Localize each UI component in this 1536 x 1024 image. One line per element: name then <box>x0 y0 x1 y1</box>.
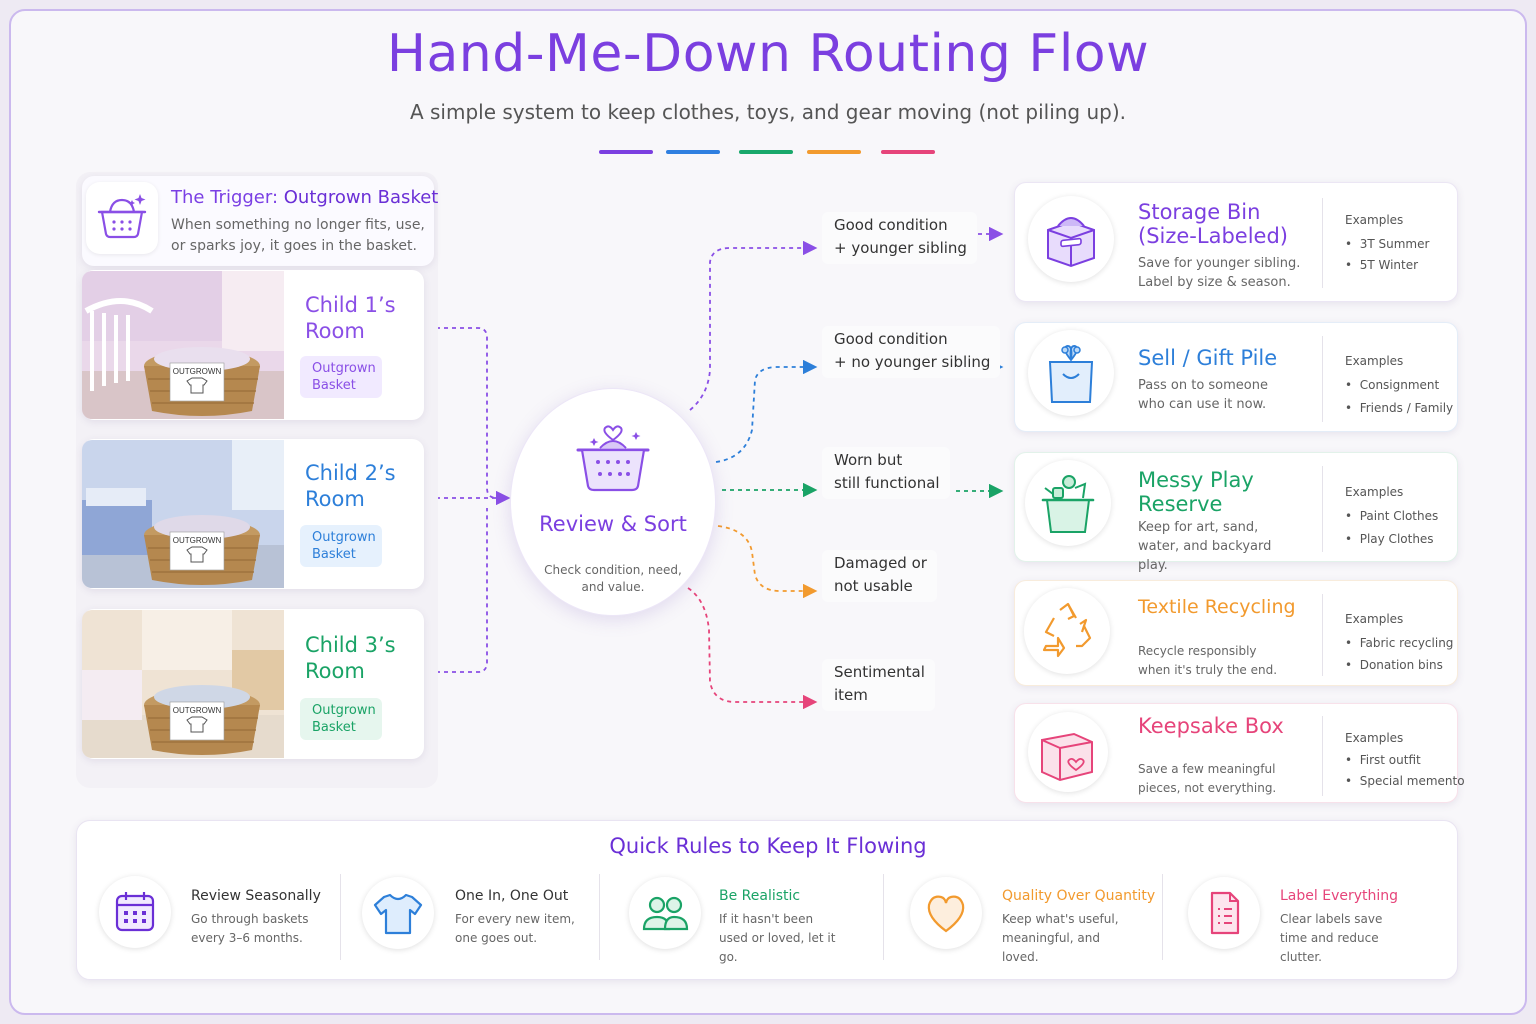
rule-desc-2: For every new item, one goes out. <box>455 912 575 945</box>
example-item: • Paint Clothes <box>1345 509 1439 523</box>
basket-heart-icon <box>570 412 656 502</box>
destination-desc-textile: Recycle responsibly when it's truly the … <box>1138 644 1278 677</box>
rule-desc-3: If it hasn't been used or loved, let it … <box>719 912 836 964</box>
page-title: Hand-Me-Down Routing Flow <box>386 24 1150 84</box>
rule-desc-5: Clear labels save time and reduce clutte… <box>1280 912 1383 964</box>
condition-2: Good condition+ no younger sibling <box>822 326 1001 378</box>
destination-title-textile: Textile Recycling <box>1138 596 1296 618</box>
accent-bar-2 <box>666 150 720 154</box>
people-icon <box>629 877 701 949</box>
destination-title-storage: Storage Bin (Size-Labeled) <box>1138 200 1288 248</box>
tshirt-icon <box>362 877 434 949</box>
example-item: • 3T Summer <box>1345 237 1430 251</box>
example-item: • Friends / Family <box>1345 401 1454 415</box>
review-sort-hub <box>510 388 716 616</box>
destination-desc-sell: Pass on to someone who can use it now. <box>1138 378 1268 412</box>
destination-title-keepsake: Keepsake Box <box>1138 714 1284 738</box>
destination-title-messy-play: Messy Play Reserve <box>1138 468 1254 516</box>
heart-icon <box>910 877 982 949</box>
rule-title-1: Review Seasonally <box>191 888 321 904</box>
rule-title-4: Quality Over Quantity <box>1002 888 1156 904</box>
divider <box>1322 198 1323 288</box>
accent-bar-1 <box>599 150 653 154</box>
example-item: • Donation bins <box>1345 658 1443 672</box>
destination-desc-messy-play: Keep for art, sand, water, and backyard … <box>1138 520 1272 573</box>
gift-bag-icon <box>1028 330 1114 416</box>
example-item: • First outfit <box>1345 753 1421 767</box>
room-tag-3: Outgrown Basket <box>300 698 382 740</box>
rule-title-2: One In, One Out <box>455 888 569 904</box>
example-item: • Play Clothes <box>1345 532 1434 546</box>
quick-rules-title: Quick Rules to Keep It Flowing <box>609 834 927 858</box>
room-tag-2: Outgrown Basket <box>300 525 382 567</box>
rule-title-3: Be Realistic <box>719 888 801 904</box>
laundry-basket-sparkle-icon <box>86 182 158 254</box>
divider <box>1322 716 1323 796</box>
divider <box>1322 594 1323 676</box>
example-item: • Consignment <box>1345 378 1440 392</box>
examples-label: Examples <box>1345 731 1404 745</box>
svg-text:OUTGROWN: OUTGROWN <box>173 536 222 545</box>
divider <box>883 874 884 960</box>
example-item: • Special memento <box>1345 774 1465 788</box>
room-title-1: Child 1’s Room <box>305 293 396 343</box>
accent-bar-3 <box>739 150 793 154</box>
room-photo-2: OUTGROWN <box>82 440 284 588</box>
destination-title-sell: Sell / Gift Pile <box>1138 346 1278 370</box>
accent-bar-4 <box>807 150 861 154</box>
toy-bucket-icon <box>1025 460 1111 546</box>
svg-text:OUTGROWN: OUTGROWN <box>173 706 222 715</box>
examples-label: Examples <box>1345 354 1404 368</box>
room-title-2: Child 2’s Room <box>305 461 396 511</box>
checklist-icon <box>1188 877 1260 949</box>
example-item: • 5T Winter <box>1345 258 1419 272</box>
divider <box>340 874 341 960</box>
divider <box>1322 466 1323 552</box>
accent-bar-5 <box>881 150 935 154</box>
svg-text:OUTGROWN: OUTGROWN <box>173 367 222 376</box>
rule-desc-4: Keep what's useful, meaningful, and love… <box>1002 912 1119 964</box>
review-sort-description: Check condition, need, and value. <box>544 563 682 594</box>
page-subtitle: A simple system to keep clothes, toys, a… <box>409 100 1127 124</box>
divider <box>1162 874 1163 960</box>
rule-title-5: Label Everything <box>1280 888 1399 904</box>
trigger-title: The Trigger: Outgrown Basket <box>171 187 439 208</box>
examples-label: Examples <box>1345 485 1404 499</box>
divider <box>599 874 600 960</box>
room-photo-3: OUTGROWN <box>82 610 284 758</box>
rule-desc-1: Go through baskets every 3–6 months. <box>191 912 309 945</box>
recycle-icon <box>1024 588 1110 674</box>
keepsake-box-heart-icon <box>1028 712 1108 792</box>
trigger-description: When something no longer fits, use, or s… <box>171 217 425 254</box>
condition-1: Good condition+ younger sibling <box>822 212 977 264</box>
destination-desc-keepsake: Save a few meaningful pieces, not everyt… <box>1138 762 1277 795</box>
divider <box>1322 336 1323 422</box>
storage-box-icon <box>1028 196 1114 282</box>
examples-label: Examples <box>1345 213 1404 227</box>
room-tag-1: Outgrown Basket <box>300 356 382 398</box>
room-photo-1: OUTGROWN <box>82 271 284 419</box>
review-sort-title: Review & Sort <box>539 512 687 536</box>
destination-desc-storage: Save for younger sibling. Label by size … <box>1138 256 1301 290</box>
room-title-3: Child 3’s Room <box>305 633 396 683</box>
examples-label: Examples <box>1345 612 1404 626</box>
calendar-icon <box>99 876 171 948</box>
example-item: • Fabric recycling <box>1345 636 1454 650</box>
